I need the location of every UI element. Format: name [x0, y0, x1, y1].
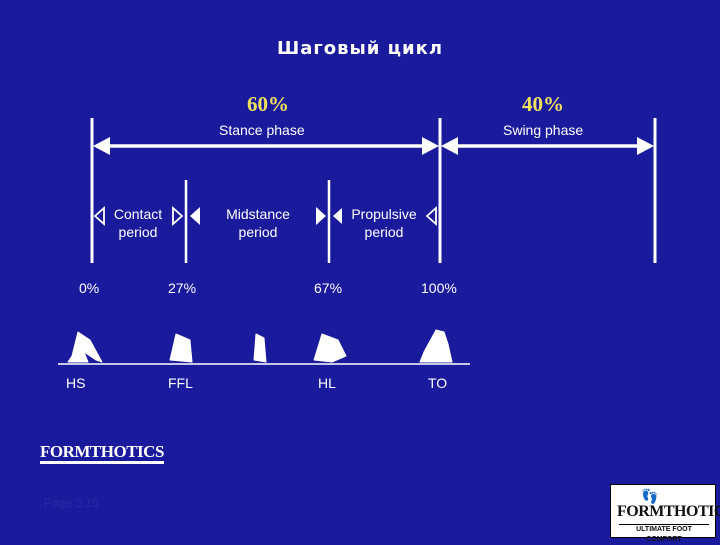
stance-arrow-left-head	[93, 137, 110, 155]
event-label-hl: HL	[318, 375, 336, 391]
tick-label-67: 67%	[314, 280, 343, 296]
tick-label-0: 0%	[79, 280, 100, 296]
stance-arrow-right-head	[422, 137, 439, 155]
foot-hl-icon	[313, 333, 347, 363]
foot-to-icon	[419, 329, 453, 363]
propulsive-right-head-outline	[425, 205, 437, 227]
swing-percent: 40%	[522, 92, 564, 116]
foot-ffl-icon	[169, 333, 193, 363]
swing-arrow-right-head	[637, 137, 654, 155]
slide-title: Шаговый цикл	[276, 38, 444, 59]
formthotics-badge: 👣 FORMTHOTICS ULTIMATE FOOT COMFORT	[610, 484, 720, 543]
swing-phase-label: Swing phase	[503, 122, 584, 138]
contact-left-head	[93, 205, 105, 227]
tick-label-27: 27%	[168, 280, 197, 296]
event-label-hs: HS	[66, 375, 86, 391]
foot-midstance-icon	[253, 333, 267, 363]
formthotics-logo-small: FORMTHOTICS	[40, 443, 164, 464]
page-number: Page 3.10	[44, 496, 99, 510]
stance-percent: 60%	[247, 92, 289, 116]
event-label-ffl: FFL	[168, 375, 193, 391]
midstance-right-head	[316, 207, 326, 225]
propulsive-left-head	[333, 208, 342, 224]
midstance-left-head	[190, 207, 200, 225]
tick-label-100: 100%	[421, 280, 457, 296]
stance-phase-label: Stance phase	[219, 122, 305, 138]
badge-brand: FORMTHOTICS	[617, 503, 720, 520]
swing-arrow-left-head	[441, 137, 458, 155]
badge-tagline: ULTIMATE FOOT COMFORT	[619, 524, 709, 543]
foot-hs-icon	[67, 331, 103, 363]
event-label-to: TO	[428, 375, 448, 391]
feet-logo-icon: 👣	[641, 488, 659, 504]
contact-right-head	[172, 205, 184, 227]
